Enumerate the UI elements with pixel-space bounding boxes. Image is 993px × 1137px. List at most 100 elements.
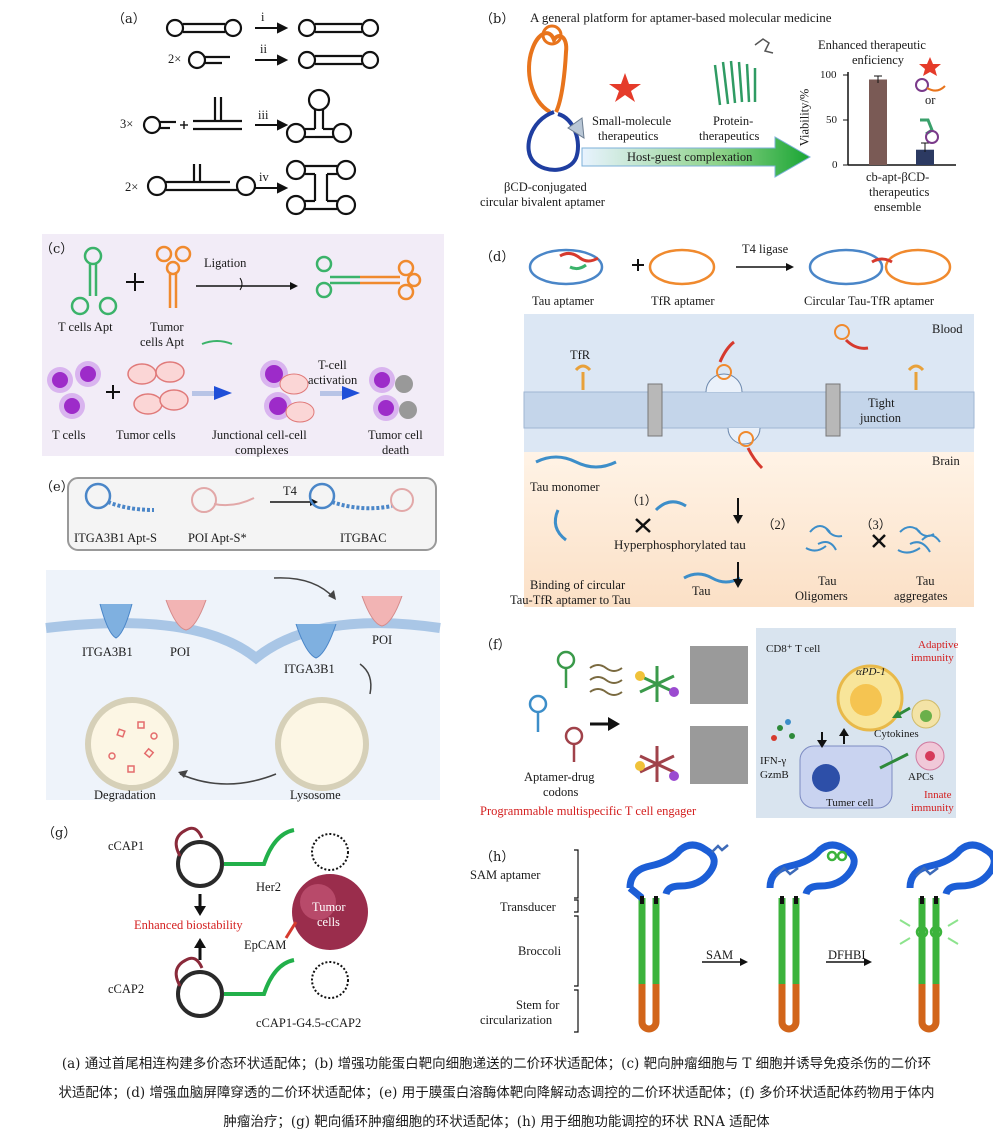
tumor-apt-label-l1: Tumor — [150, 320, 184, 334]
stem-label-l1: Stem for — [516, 998, 560, 1012]
aptamer-drug-codons-label-l1: Aptamer-drug — [524, 770, 595, 784]
innate-immunity-label-l1: Innate — [924, 789, 952, 801]
panel-label: （d） — [480, 250, 515, 265]
adaptive-immunity-label-l1: Adaptive — [918, 639, 959, 651]
tau-label: Tau — [692, 584, 711, 598]
enhanced-label-l2: enficiency — [852, 53, 905, 67]
small-molecule-label-l1: Small-molecule — [592, 114, 672, 128]
death-label-l2: death — [382, 443, 410, 457]
cytokines-label: Cytokines — [874, 728, 919, 740]
panel-label: （b） — [480, 12, 515, 27]
construct-label: cCAP1-G4.5-cCAP2 — [256, 1016, 362, 1030]
adaptive-immunity-label-l2: immunity — [911, 652, 954, 664]
panel-f-diagram — [528, 628, 956, 818]
junctional-label-l2: complexes — [235, 443, 289, 457]
tight-junction-label-l2: junction — [860, 411, 901, 425]
host-guest-arrow-label: Host-guest complexation — [627, 150, 753, 164]
poi-apt-label: POI Apt-S* — [188, 531, 247, 545]
oligomers-label-l1: Tau — [818, 574, 837, 588]
panel-b: （b） A general platform for aptamer-based… — [470, 0, 993, 230]
panel-b-title: A general platform for aptamer-based mol… — [530, 10, 832, 25]
or-label: or — [925, 93, 936, 107]
step-1-label: （1） — [626, 494, 658, 508]
viability-chart — [843, 72, 956, 166]
aggregates-label-l2: aggregates — [894, 589, 948, 603]
tau-monomer-label: Tau monomer — [530, 480, 600, 494]
oligomers-label-l2: Oligomers — [795, 589, 848, 603]
ccap1-label: cCAP1 — [108, 839, 145, 853]
lysosome-label: Lysosome — [290, 788, 341, 802]
panel-h: （h） — [470, 840, 993, 1040]
tumor-cells-label: Tumor cells — [116, 428, 176, 442]
aptamer-drug-codons-label-l2: codons — [543, 785, 579, 799]
death-label-l1: Tumor cell — [368, 428, 423, 442]
panel-label: （a） — [112, 12, 146, 27]
protein-label-l1: Protein- — [713, 114, 754, 128]
brain-label: Brain — [932, 454, 960, 468]
multiplier-2x-b: 2× — [125, 180, 139, 194]
viability-axis-label: Viability/% — [797, 88, 812, 147]
yaxis-tick-50: 50 — [826, 114, 837, 126]
hyperphosphorylated-label: Hyperphosphorylated tau — [614, 537, 746, 552]
blood-label: Blood — [932, 322, 963, 336]
tumor-apt-label-l2: cells Apt — [140, 335, 185, 349]
tcell-apt-label: T cells Apt — [58, 320, 113, 334]
small-molecule-label-l2: therapeutics — [598, 129, 659, 143]
panel-d-diagram — [523, 248, 975, 607]
ligation-label: Ligation — [204, 256, 247, 270]
her2-label: Her2 — [256, 880, 281, 894]
itga-receptor-label-2: ITGA3B1 — [284, 662, 335, 676]
step-iv-label: iv — [259, 170, 269, 184]
panel-g-diagram — [174, 826, 368, 1018]
itga-apt-label: ITGA3B1 Apt-S — [74, 531, 157, 545]
sam-label: SAM — [706, 948, 734, 962]
panel-a: （a） — [0, 0, 470, 230]
tfr-aptamer-label: TfR aptamer — [651, 294, 715, 308]
poi-receptor-label: POI — [170, 645, 191, 659]
itgbac-label: ITGBAC — [340, 531, 387, 545]
panel-label: （e） — [40, 480, 74, 495]
circular-tau-tfr-label: Circular Tau-TfR aptamer — [804, 294, 935, 308]
binding-label-l1: Binding of circular — [530, 578, 626, 592]
dfhbi-label: DFHBI — [828, 948, 866, 962]
ensemble-label-l1: cb-apt-βCD- — [866, 170, 930, 184]
junctional-label-l1: Junctional cell-cell — [212, 428, 307, 442]
caption-line-2: 状适配体；(d) 增强血脑屏障穿透的二价环状适配体；(e) 用于膜蛋白溶酶体靶向… — [58, 1085, 935, 1101]
panel-label: （h） — [480, 850, 515, 865]
broccoli-label: Broccoli — [518, 944, 562, 958]
enhanced-biostability-label: Enhanced biostability — [134, 918, 243, 932]
panel-g: （g） cCAP1 Her2 Enhanced biostability Tum… — [0, 816, 470, 1038]
sam-aptamer-label: SAM aptamer — [470, 868, 541, 882]
ensemble-label-l2: therapeutics — [869, 185, 930, 199]
enhanced-label-l1: Enhanced therapeutic — [818, 38, 926, 52]
transducer-label: Transducer — [500, 900, 556, 914]
itga-receptor-label: ITGA3B1 — [82, 645, 133, 659]
tfr-label: TfR — [570, 348, 591, 362]
yaxis-tick-0: 0 — [832, 159, 838, 171]
cd-aptamer-label-l2: circular bivalent aptamer — [480, 195, 605, 209]
panel-a-diagram — [142, 18, 380, 216]
t4-ligase-label: T4 ligase — [742, 242, 789, 256]
step-3-label: （3） — [860, 518, 892, 532]
step-iii-label: iii — [258, 108, 269, 122]
tight-junction-label-l1: Tight — [868, 396, 895, 410]
step-i-label: i — [261, 10, 265, 24]
engager-label: Programmable multispecific T cell engage… — [480, 804, 697, 818]
ifn-label-l2: GzmB — [760, 769, 789, 781]
panel-e-diagram — [45, 477, 441, 800]
panel-label: （c） — [40, 242, 74, 257]
caption-line-3: 肿瘤治疗；(g) 靶向循环肿瘤细胞的环状适配体；(h) 用于细胞功能调控的环状 … — [223, 1114, 770, 1130]
multiplier-2x: 2× — [168, 52, 182, 66]
cd-aptamer-label-l1: βCD-conjugated — [504, 180, 587, 194]
panel-label: （g） — [42, 826, 77, 841]
protein-label-l2: therapeutics — [699, 129, 760, 143]
aggregates-label-l1: Tau — [916, 574, 935, 588]
panel-e: （e） T4 ITGA3B1 Apt-S POI Apt-S* ITGBAC I… — [40, 474, 444, 810]
apd1-label: αPD-1 — [856, 666, 886, 678]
ensemble-label-l3: ensemble — [874, 200, 922, 214]
step-2-label: （2） — [762, 518, 794, 532]
bar-ensemble — [916, 149, 934, 165]
panel-c-diagram — [47, 245, 422, 423]
panel-h-diagram — [574, 841, 993, 1033]
innate-immunity-label-l2: immunity — [911, 802, 954, 814]
